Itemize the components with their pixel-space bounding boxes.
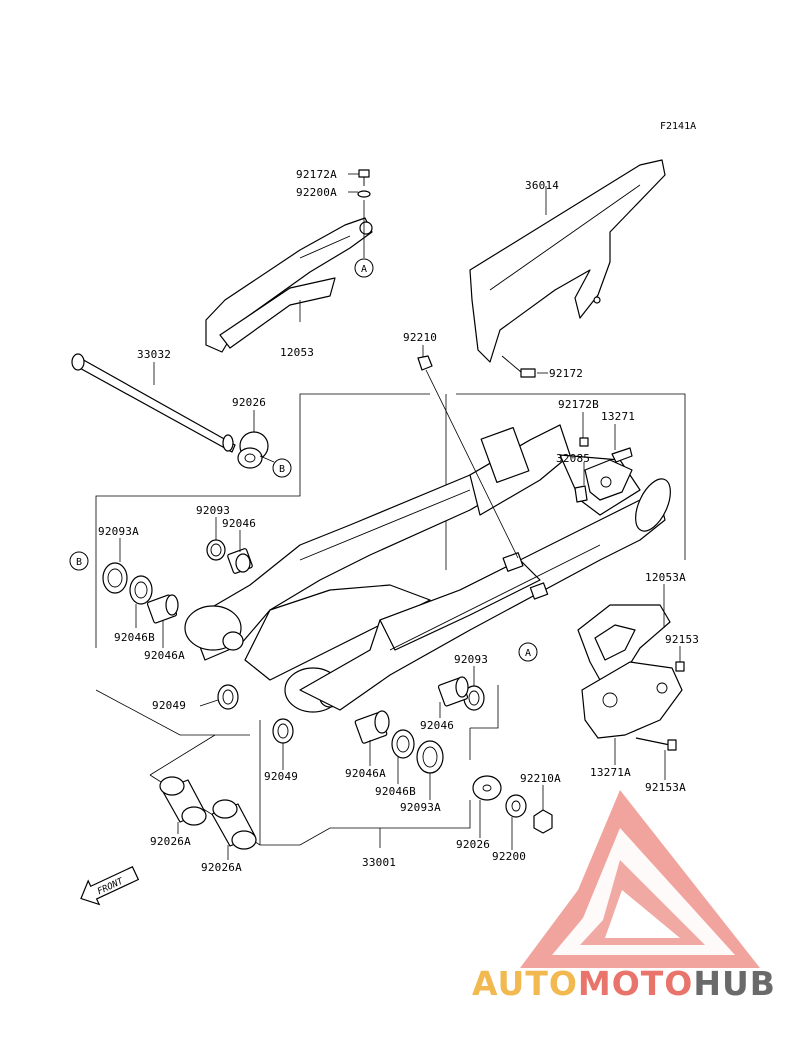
- automotohub-logo: AUTOMOTOHUB: [472, 790, 776, 1003]
- svg-text:A: A: [361, 264, 367, 275]
- label-92210: 92210: [403, 331, 437, 344]
- label-32085: 32085: [556, 452, 590, 465]
- label-92049-b: 92049: [264, 770, 298, 783]
- ref-b-left: B: [69, 551, 89, 571]
- figure-code: F2141A: [660, 121, 696, 132]
- label-92049-a: 92049: [152, 699, 186, 712]
- right-bearing-stack: [354, 676, 553, 834]
- bolt-92172A: [358, 169, 370, 186]
- chain-guide: [577, 604, 685, 739]
- chain-adjuster: [574, 437, 633, 503]
- label-92093A-right: 92093A: [400, 801, 441, 814]
- label-92046-left: 92046: [222, 517, 256, 530]
- pivot-axle: [71, 353, 236, 453]
- label-92200: 92200: [492, 850, 526, 863]
- label-92200A: 92200A: [296, 186, 337, 199]
- label-92210A: 92210A: [520, 772, 561, 785]
- bolt-92153A: [635, 737, 677, 751]
- label-92046A-right: 92046A: [345, 767, 386, 780]
- svg-text:B: B: [76, 557, 82, 568]
- collars-92026A: [159, 776, 257, 850]
- label-92172: 92172: [549, 367, 583, 380]
- svg-text:B: B: [279, 464, 285, 475]
- label-12053: 12053: [280, 346, 314, 359]
- label-92026-top: 92026: [232, 396, 266, 409]
- label-13271: 13271: [601, 410, 635, 423]
- label-92026A-b: 92026A: [201, 861, 242, 874]
- collar-92026-top: [237, 431, 269, 469]
- ref-b-top: B: [272, 458, 292, 478]
- svg-text:A: A: [525, 648, 531, 659]
- label-92093A-left: 92093A: [98, 525, 139, 538]
- label-36014: 36014: [525, 179, 559, 192]
- label-92026-bottom: 92026: [456, 838, 490, 851]
- label-92046B-left: 92046B: [114, 631, 155, 644]
- label-33032: 33032: [137, 348, 171, 361]
- label-92172B: 92172B: [558, 398, 599, 411]
- left-bearing-stack: [102, 539, 253, 624]
- label-92046B-right: 92046B: [375, 785, 416, 798]
- part-labels: 92172A 92200A 36014 12053 33032 92210 92…: [98, 168, 699, 874]
- label-92046A-left: 92046A: [144, 649, 185, 662]
- front-arrow: FRONT: [80, 866, 140, 906]
- label-92093-left: 92093: [196, 504, 230, 517]
- label-92093-right: 92093: [454, 653, 488, 666]
- bolt-92172: [501, 355, 536, 378]
- washer-92200A: [357, 190, 371, 198]
- ref-a-top: A: [354, 258, 374, 278]
- label-13271A: 13271A: [590, 766, 631, 779]
- label-92153: 92153: [665, 633, 699, 646]
- leader-lines: [119, 173, 681, 860]
- nut-92210: [417, 355, 433, 371]
- ref-a-bottom: A: [518, 642, 538, 662]
- chain-guard: [469, 159, 666, 363]
- swingarm: [184, 424, 671, 713]
- chain-slipper: [205, 217, 373, 353]
- label-92172A: 92172A: [296, 168, 337, 181]
- label-12053A: 12053A: [645, 571, 686, 584]
- label-92153A: 92153A: [645, 781, 686, 794]
- label-92026A-a: 92026A: [150, 835, 191, 848]
- label-92046-right: 92046: [420, 719, 454, 732]
- seals-92049: [217, 684, 294, 744]
- label-33001: 33001: [362, 856, 396, 869]
- logo-text: AUTOMOTOHUB: [472, 964, 776, 1003]
